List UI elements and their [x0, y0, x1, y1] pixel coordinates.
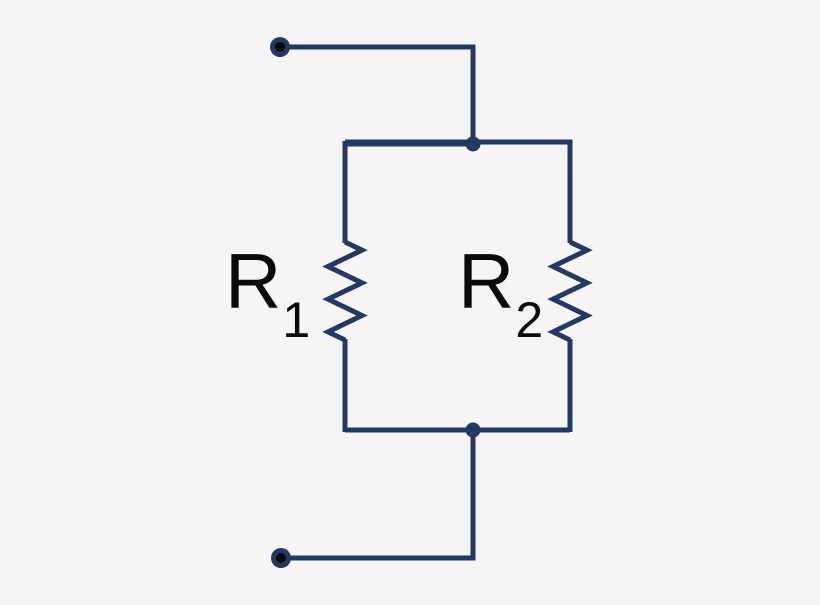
resistor-r2-label-base: R [458, 237, 515, 325]
bottom-junction-dot [465, 422, 481, 438]
resistor-r1-zigzag [322, 239, 368, 343]
bottom-terminal-core [276, 553, 286, 563]
resistor-r2-label-subscript: 2 [515, 292, 544, 348]
resistor-r1-label-subscript: 1 [282, 292, 311, 348]
top-junction-dot [465, 136, 481, 152]
wire-bottom-lead [281, 430, 476, 561]
resistor-r1-label-base: R [225, 237, 282, 325]
wire-top-lead [280, 44, 476, 144]
resistor-r2-zigzag [547, 239, 593, 343]
top-terminal-core [275, 42, 285, 52]
resistor-r2-label: R2 [458, 237, 543, 345]
resistor-r1-label: R1 [225, 237, 310, 345]
